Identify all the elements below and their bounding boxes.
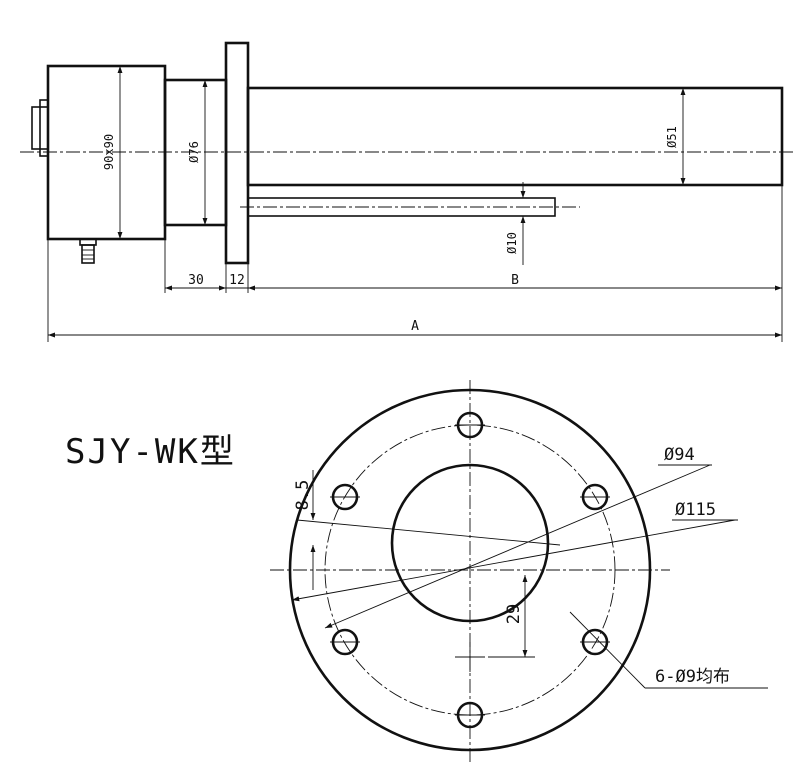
dim-neck-len-label: 30 bbox=[188, 273, 204, 288]
dim-rod-label: Ø10 bbox=[505, 232, 519, 254]
dim-edge-label: 8.5 bbox=[293, 480, 313, 511]
tube bbox=[246, 86, 784, 187]
bolt-holes bbox=[330, 411, 610, 729]
dim-neck-label: Ø76 bbox=[187, 141, 201, 163]
flange bbox=[224, 41, 250, 265]
holes-note: 6-Ø9均布 bbox=[655, 667, 730, 687]
dim-housing-label: 90x90 bbox=[102, 134, 116, 170]
dim-outer-label: Ø115 bbox=[675, 500, 716, 520]
dim-pcd-label: Ø94 bbox=[664, 445, 695, 465]
side-view: 90x90 Ø76 Ø51 Ø10 30 12 B A bbox=[20, 41, 795, 342]
dim-a-label: A bbox=[411, 319, 419, 334]
dim-flange-thk-label: 12 bbox=[229, 273, 245, 288]
flange-view: Ø94 Ø115 8.5 29 6-Ø9均布 bbox=[270, 380, 768, 762]
dim-tube-label: Ø51 bbox=[665, 126, 679, 148]
model-title: SJY-WK型 bbox=[65, 432, 236, 472]
dim-offset-label: 29 bbox=[504, 604, 524, 624]
dim-b-label: B bbox=[511, 273, 519, 288]
cable-gland bbox=[79, 238, 97, 264]
